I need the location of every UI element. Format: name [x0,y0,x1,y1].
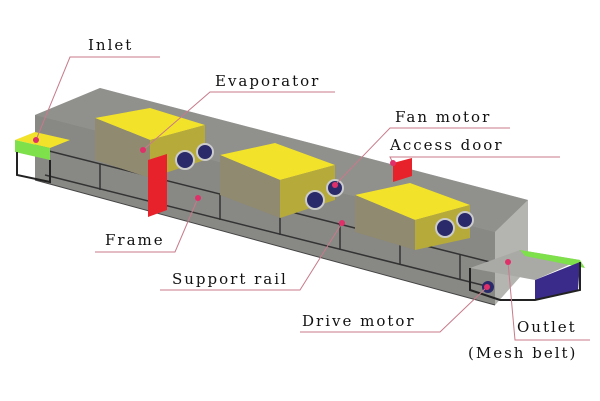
evaporator-unit-2 [220,143,344,218]
leader-lines [35,56,590,341]
access-door [393,158,412,182]
label-support-rail: Support rail [172,270,288,288]
label-access-door: Access door [390,136,504,154]
label-inlet: Inlet [88,36,134,54]
outlet-conveyor [469,250,585,301]
label-fan-motor: Fan motor [395,108,492,126]
label-evaporator: Evaporator [215,72,321,90]
inlet-conveyor [15,132,70,184]
label-outlet: Outlet [517,318,577,336]
label-drive-motor: Drive motor [302,312,416,330]
leader-dots [33,137,511,290]
evaporator-unit-3 [355,183,474,250]
frame-panel [148,154,167,217]
label-frame: Frame [105,231,165,249]
evaporator-unit-1 [95,108,214,178]
label-mesh-belt: (Mesh belt) [468,344,578,362]
